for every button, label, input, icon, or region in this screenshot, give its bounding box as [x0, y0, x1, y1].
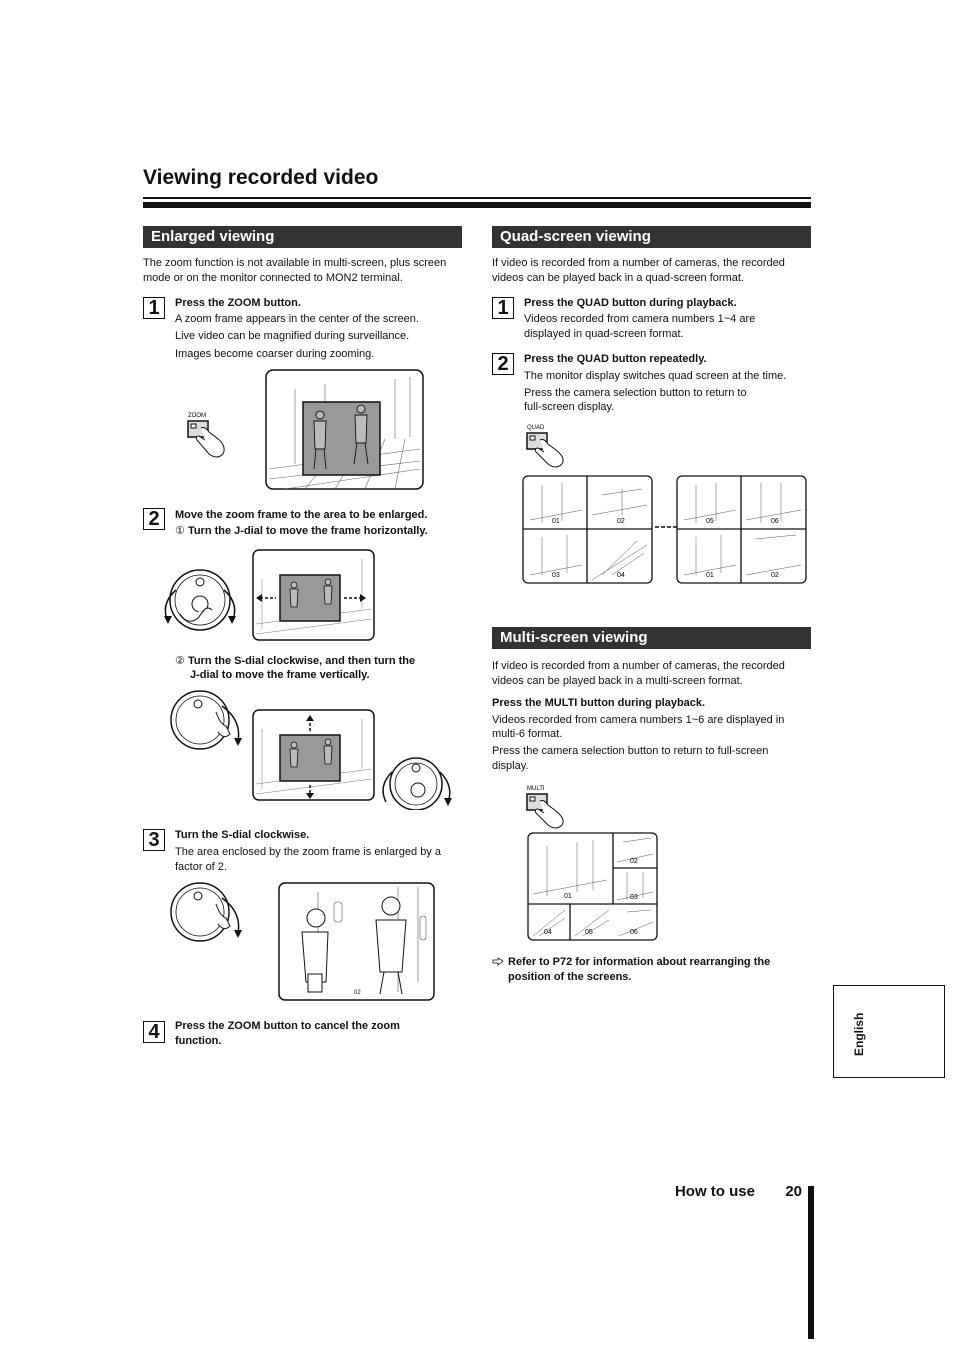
step-2-number: 2 [143, 508, 165, 530]
multi-screen-viewing-heading: Multi-screen viewing [492, 627, 811, 649]
j-dial-illustration [164, 569, 236, 631]
step-3-number: 3 [143, 829, 165, 851]
step-4-title-line1: Press the ZOOM button to cancel the zoom [175, 1020, 400, 1032]
s-dial-illustration-2 [170, 882, 242, 942]
multi-step-title: Press the MULTI button during playback. [492, 697, 706, 709]
multi-line2: multi-6 format. [492, 728, 563, 740]
step-4-number: 4 [143, 1021, 165, 1043]
quad-intro-line2: videos can be played back in a quad-scre… [492, 272, 744, 284]
step-2-sub1-text: Turn the J-dial to move the frame horizo… [187, 525, 428, 537]
multi-six-screen-image: 01 02 03 04 05 06 [527, 832, 658, 941]
multi-intro-line2: videos can be played back in a multi-scr… [492, 675, 743, 687]
quad-step-1-number: 1 [492, 297, 514, 319]
zoom-frame-monitor-image [265, 369, 424, 490]
quad-step-2-line1: The monitor display switches quad screen… [524, 370, 787, 382]
quad-step-1-line2: displayed in quad-screen format. [524, 328, 684, 340]
ellipsis-dashes [655, 526, 677, 528]
multi-button-label: MULTI [527, 786, 545, 792]
step-4-title-line2: function. [175, 1035, 222, 1047]
multi-cam-label: 03 [630, 894, 638, 901]
step-3-line1: The area enclosed by the zoom frame is e… [175, 846, 441, 858]
page-title: Viewing recorded video [143, 166, 379, 189]
step-2-sub2-text-b: J-dial to move the frame vertically. [190, 669, 370, 681]
enlarged-result-image: 02 [278, 882, 435, 1001]
zoom-frame-horizontal-image [252, 549, 375, 641]
quad-screen-viewing-heading: Quad-screen viewing [492, 226, 811, 248]
step-3-title: Turn the S-dial clockwise. [175, 829, 310, 841]
language-tab-label: English [852, 1012, 866, 1056]
quad-screen-a-image: 01 02 03 04 [522, 475, 653, 584]
step-1-line: Live video can be magnified during surve… [175, 330, 410, 342]
quad-cam-label: 05 [706, 518, 714, 525]
step-2-title: Move the zoom frame to the area to be en… [175, 509, 428, 521]
step-1-line: A zoom frame appears in the center of th… [175, 313, 419, 325]
zoom-frame-vertical-image [252, 709, 375, 801]
multi-intro-line1: If video is recorded from a number of ca… [492, 660, 785, 672]
pointing-hand-icon [492, 957, 504, 966]
language-tab: English [833, 985, 945, 1078]
multi-cam-label: 06 [630, 929, 638, 936]
multi-note-line1: Refer to P72 for information about rearr… [508, 956, 771, 968]
multi-note-line2: position of the screens. [508, 971, 632, 983]
page-footer: How to use 20 [675, 1183, 802, 1200]
quad-cam-label: 04 [617, 572, 625, 579]
quad-intro-line1: If video is recorded from a number of ca… [492, 257, 785, 269]
quad-step-2-number: 2 [492, 353, 514, 375]
camera-label: 02 [354, 990, 361, 996]
step-1-line: Images become coarser during zooming. [175, 348, 375, 360]
step-2-sub1: ① Turn the J-dial to move the frame hori… [175, 524, 428, 539]
step-1-title: Press the ZOOM button. [175, 297, 301, 309]
footer-section: How to use [674, 1183, 755, 1200]
step-2-sub2-text-a: Turn the S-dial clockwise, and then turn… [187, 655, 416, 667]
quad-button-label: QUAD [527, 425, 545, 431]
quad-step-1-line1: Videos recorded from camera numbers 1~4 … [524, 313, 756, 325]
multi-cam-label: 02 [630, 858, 638, 865]
quad-cam-label: 01 [706, 572, 714, 579]
quad-step-1-title: Press the QUAD button during playback. [524, 297, 737, 309]
quad-button-illustration: QUAD [526, 425, 564, 468]
quad-step-2-line2: Press the camera selection button to ret… [524, 387, 747, 399]
quad-cam-label: 01 [552, 518, 560, 525]
multi-line3: Press the camera selection button to ret… [492, 745, 769, 757]
step-2-sub2: ② Turn the S-dial clockwise, and then tu… [175, 654, 415, 669]
quad-cam-label: 02 [617, 518, 625, 525]
quad-step-2-title: Press the QUAD button repeatedly. [524, 353, 707, 365]
enlarged-intro: The zoom function is not available in mu… [143, 257, 447, 284]
multi-cam-label: 01 [564, 893, 572, 900]
title-rule-thin [143, 197, 811, 199]
circled-two-marker: ② [175, 655, 185, 667]
step-1-number: 1 [143, 297, 165, 319]
enlarged-viewing-heading: Enlarged viewing [143, 226, 462, 248]
footer-edge-bar [808, 1186, 814, 1339]
page-number: 20 [785, 1183, 802, 1200]
multi-line4: display. [492, 760, 529, 772]
j-dial-small-illustration [382, 757, 452, 810]
quad-screen-b-image: 05 06 01 02 [676, 475, 807, 584]
quad-cam-label: 06 [771, 518, 779, 525]
quad-cam-label: 02 [771, 572, 779, 579]
step-3-line2: factor of 2. [175, 861, 227, 873]
zoom-button-illustration: ZOOM [187, 413, 225, 458]
multi-button-illustration: MULTI [526, 786, 564, 829]
quad-cam-label: 03 [552, 572, 560, 579]
multi-cam-label: 04 [544, 929, 552, 936]
circled-one-marker: ① [175, 525, 185, 537]
multi-line1: Videos recorded from camera numbers 1~6 … [492, 714, 785, 726]
s-dial-illustration [170, 690, 242, 750]
quad-step-2-line3: full-screen display. [524, 401, 615, 413]
zoom-button-label: ZOOM [188, 413, 206, 419]
title-rule-thick [143, 202, 811, 208]
multi-cam-label: 05 [585, 929, 593, 936]
